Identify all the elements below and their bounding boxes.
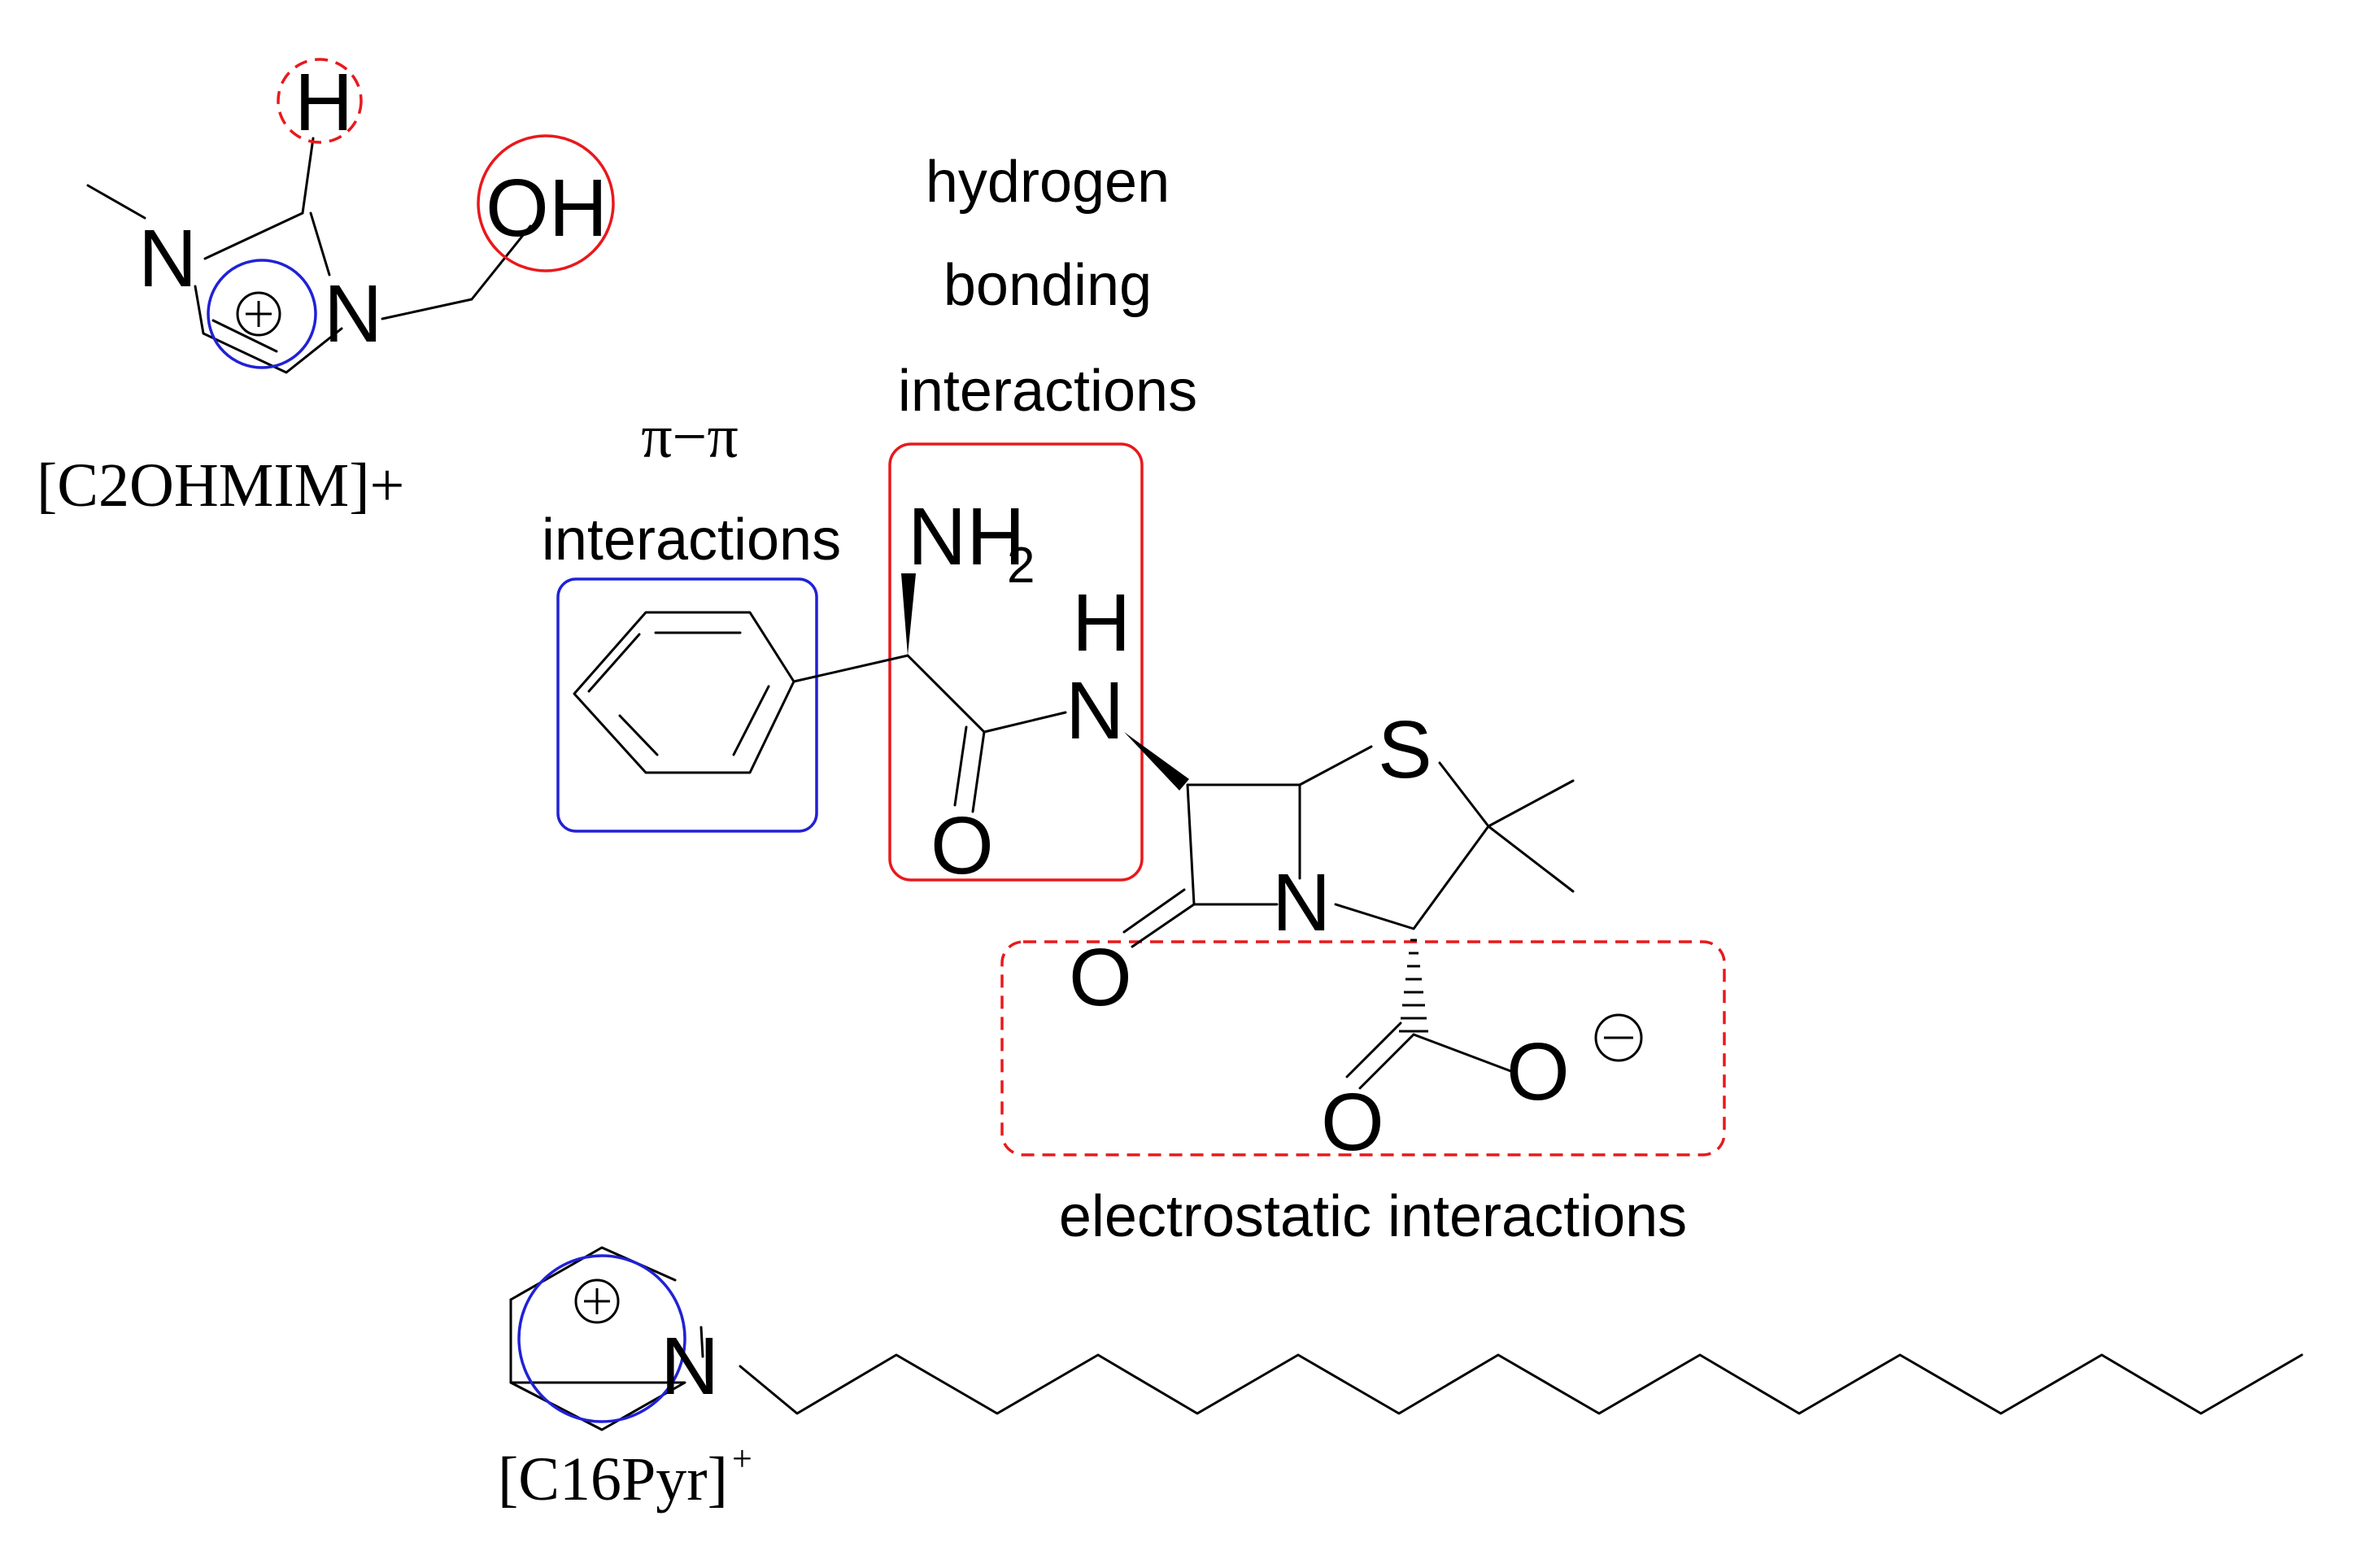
c2ohmim-ch-bond bbox=[301, 137, 315, 215]
c2ohmim-h-highlight bbox=[277, 58, 363, 144]
carbonyl-nh-bond bbox=[983, 711, 1067, 734]
c2ohmim-oh-highlight bbox=[477, 134, 615, 272]
pi-pi-label: π−π interactions bbox=[542, 403, 841, 573]
hb-label-line1: hydrogen bbox=[926, 150, 1170, 215]
pyridinium-plus-charge bbox=[574, 1278, 620, 1324]
electrostatic-label: electrostatic interactions bbox=[1059, 1184, 1687, 1249]
hydrogen-bonding-label: hydrogen bonding interactions bbox=[898, 150, 1197, 424]
alpha-carbonyl-bond bbox=[906, 654, 986, 734]
ampicillin-amide-h: H bbox=[1072, 577, 1131, 669]
pyridinium-ring-highlight bbox=[517, 1254, 686, 1423]
ampicillin-ring-n: N bbox=[1272, 857, 1331, 948]
ampicillin-amide-n: N bbox=[1066, 665, 1124, 756]
thiazolidine-ring-bonds bbox=[1298, 745, 1490, 930]
carboxyl-hashed-bond bbox=[1399, 939, 1428, 1033]
ampicillin-lactam-o: O bbox=[1069, 932, 1132, 1023]
ampicillin-nh2: NH bbox=[908, 491, 1025, 582]
ampicillin-anion: NH 2 H N O S N O O O bbox=[556, 442, 1726, 1168]
c16pyr-name: [C16Pyr] bbox=[498, 1445, 728, 1514]
ampicillin-nh2-subscript: 2 bbox=[1007, 538, 1035, 594]
ampicillin-minus-charge bbox=[1594, 1013, 1643, 1062]
c2ohmim-cation: N N H OH [C2OHMIM]+ bbox=[37, 57, 615, 520]
c2ohmim-oh: OH bbox=[486, 163, 608, 254]
ampicillin-sulfur: S bbox=[1378, 704, 1432, 795]
nh-wedge-bond bbox=[1124, 732, 1189, 791]
c2ohmim-n1: N bbox=[138, 213, 197, 304]
c2ohmim-chain-bond bbox=[381, 224, 532, 320]
nh2-wedge-bond bbox=[901, 573, 916, 656]
phenyl-alpha-bond bbox=[792, 654, 909, 683]
c2ohmim-methyl-bond bbox=[86, 184, 146, 220]
phenyl-inner-double-bonds bbox=[602, 633, 769, 755]
hb-label-line3: interactions bbox=[898, 359, 1197, 424]
ampicillin-carboxyl-o-single: O bbox=[1506, 1026, 1570, 1117]
lactam-carbonyl-double-bond bbox=[1122, 888, 1196, 948]
c2ohmim-double-bond bbox=[211, 319, 278, 353]
amide-carbonyl-double-bond bbox=[953, 725, 986, 813]
phenyl-ring-bonds bbox=[573, 611, 795, 774]
phenyl-inner-bond-3 bbox=[587, 633, 641, 693]
gem-dimethyl-bonds bbox=[1487, 779, 1575, 893]
ampicillin-carboxyl-o-double: O bbox=[1321, 1077, 1384, 1168]
hydrogen-bonding-highlight-box bbox=[888, 442, 1144, 882]
c2ohmim-n3: N bbox=[324, 268, 382, 359]
ampicillin-amide-o: O bbox=[930, 800, 994, 891]
c16pyr-name-superscript: + bbox=[732, 1439, 752, 1479]
c2ohmim-name: [C2OHMIM]+ bbox=[37, 451, 404, 520]
pyridinium-n: N bbox=[660, 1321, 719, 1412]
c2ohmim-ring-highlight bbox=[207, 259, 317, 369]
c16pyr-cation: N [C16Pyr] + bbox=[498, 1246, 2303, 1514]
pi-pi-highlight-box bbox=[556, 577, 818, 833]
c2ohmim-h: H bbox=[294, 57, 353, 148]
hb-label-line2: bonding bbox=[943, 253, 1152, 318]
carboxylate-bonds bbox=[1345, 1021, 1514, 1090]
c2ohmim-plus-charge bbox=[236, 291, 281, 337]
c16-alkyl-chain bbox=[739, 1353, 2303, 1415]
pi-pi-label-line2: interactions bbox=[542, 507, 841, 573]
pi-pi-label-line1: π−π bbox=[641, 403, 739, 471]
c2ohmim-ring-bonds bbox=[194, 211, 343, 374]
electrostatic-highlight-box bbox=[1000, 940, 1726, 1156]
